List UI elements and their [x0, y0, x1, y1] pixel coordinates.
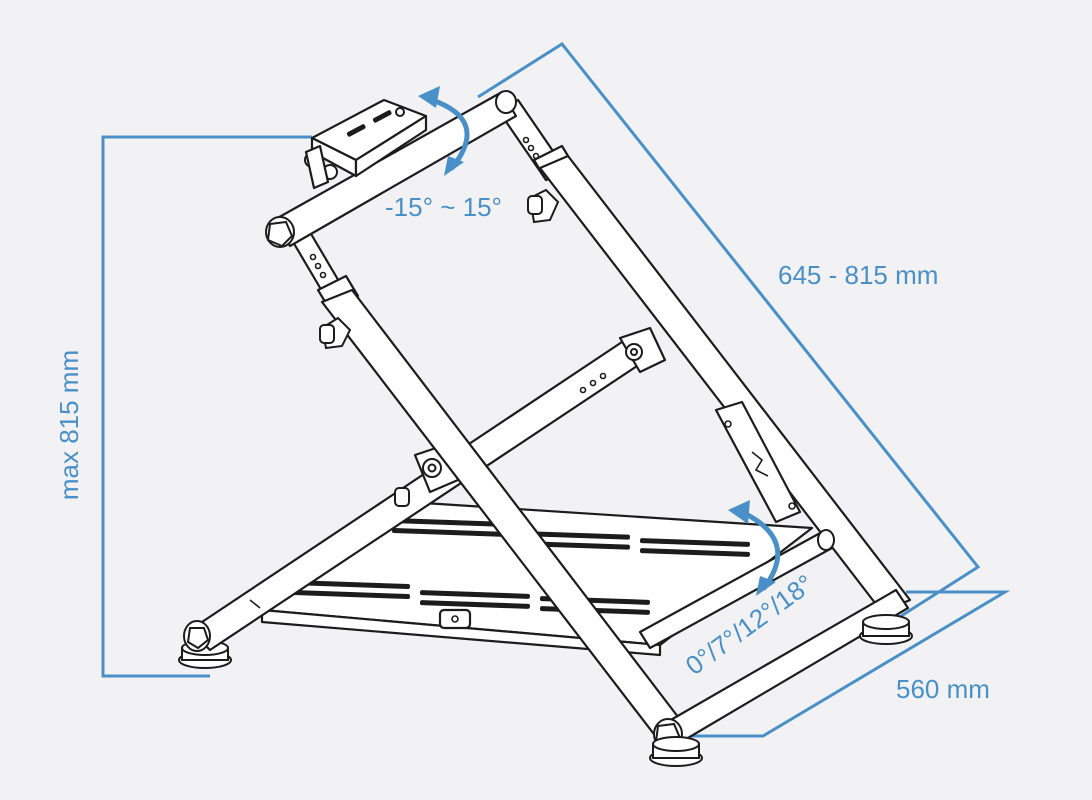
width-dimension-line — [672, 590, 1011, 738]
top-tilt-arrow — [418, 86, 470, 176]
upper-frame-right-tube — [496, 98, 912, 614]
width-label: 560 mm — [896, 674, 990, 704]
base-cross-tube — [183, 326, 667, 652]
stand-drawing — [178, 90, 913, 767]
dimension-lines — [101, 42, 1011, 738]
top-crossbar — [265, 90, 518, 248]
height-dimension-line — [101, 135, 312, 678]
pedal-tilt-arrow — [728, 500, 781, 596]
wheel-mount-plate — [304, 98, 428, 190]
front-right-foot — [859, 614, 913, 645]
front-left-foot — [649, 736, 703, 767]
upper-frame-left-tube — [284, 220, 690, 744]
height-label: max 815 mm — [54, 350, 84, 500]
pedal-front-rail — [638, 529, 835, 650]
length-label: 645 - 815 mm — [778, 260, 938, 290]
top-tilt-label: -15° ~ 15° — [385, 192, 502, 222]
